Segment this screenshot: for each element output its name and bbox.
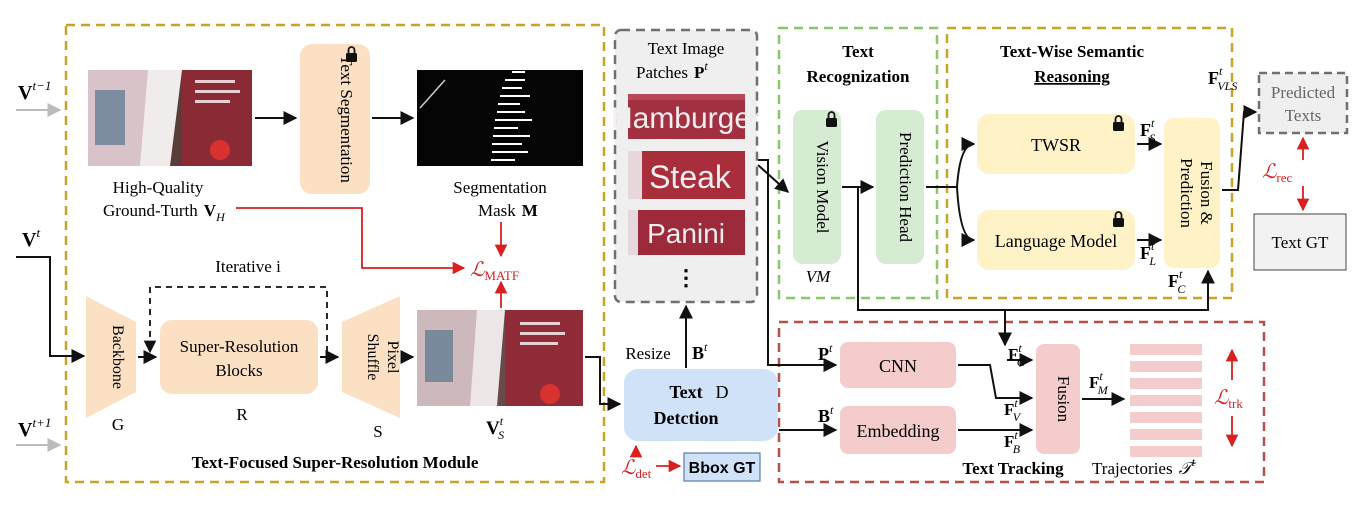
recognition-title: Text xyxy=(842,42,874,61)
bbox-gt-box: Bbox GT xyxy=(683,452,761,482)
loss-rec: ℒrec xyxy=(1262,161,1293,185)
tracking-title: Text Tracking xyxy=(962,459,1064,478)
lock-icon xyxy=(346,46,357,62)
embedding-box: Embedding xyxy=(840,406,956,454)
svg-text:Predicted: Predicted xyxy=(1271,83,1336,102)
svg-text:Text: Text xyxy=(669,382,702,402)
svg-text:Text GT: Text GT xyxy=(1272,233,1329,252)
svg-text:Steak: Steak xyxy=(649,159,732,195)
svg-text:PixelShuffle: PixelShuffle xyxy=(364,334,401,381)
lock-icon xyxy=(1113,115,1124,131)
text-detection-box: Text D Detction xyxy=(624,369,778,441)
patch-steak: Steak xyxy=(628,151,745,199)
loss-det: ℒdet xyxy=(621,457,652,481)
svg-text:CNN: CNN xyxy=(879,356,917,376)
language-model-box: Language Model xyxy=(977,210,1135,270)
sr-module-title: Text-Focused Super-Resolution Module xyxy=(192,453,479,472)
input-next: Vt+1 xyxy=(18,415,51,441)
loss-matf: ℒMATF xyxy=(470,259,519,283)
svg-text:Blocks: Blocks xyxy=(215,361,262,380)
svg-text:Fusion &Prediction: Fusion &Prediction xyxy=(1177,158,1216,228)
svg-text:Super-Resolution: Super-Resolution xyxy=(180,337,299,356)
lock-icon xyxy=(826,111,837,127)
sr-blocks-box: Super-Resolution Blocks xyxy=(160,320,318,394)
text-gt-box: Text GT xyxy=(1253,213,1347,271)
patches-title: Text Image xyxy=(648,39,725,58)
sr-module-region xyxy=(64,23,606,484)
hq-label: High-Quality xyxy=(113,178,204,197)
text-segmentation-box: Text Segmentation xyxy=(300,44,370,194)
fusion-prediction-box: Fusion &Prediction xyxy=(1164,118,1220,268)
vision-model-box: Vision Model xyxy=(793,110,841,264)
reasoning-title-line2: Reasoning xyxy=(1034,67,1110,86)
twsr-box: TWSR xyxy=(977,114,1135,174)
backbone-letter: G xyxy=(112,415,124,434)
tracking-fusion-box: Fusion xyxy=(1036,344,1080,454)
pixel-shuffle-box: PixelShuffle xyxy=(342,296,401,418)
reasoning-region xyxy=(945,26,1234,300)
lock-icon xyxy=(1113,211,1124,227)
svg-text:D: D xyxy=(716,382,729,402)
svg-text:Language Model: Language Model xyxy=(995,231,1117,251)
patch-panini: Panini xyxy=(628,210,745,255)
svg-text:TWSR: TWSR xyxy=(1031,135,1081,155)
tracking-p-label: Pt xyxy=(818,341,833,364)
detection-b-label: Bt xyxy=(692,340,708,363)
input-cur: Vt xyxy=(22,225,40,251)
predicted-texts-box: Predicted Texts xyxy=(1257,71,1349,135)
svg-text:Panini: Panini xyxy=(647,218,725,249)
recognition-region xyxy=(777,26,939,300)
tracking-region xyxy=(777,320,1266,484)
seg-mask-label: Segmentation xyxy=(453,178,547,197)
svg-text:Detction: Detction xyxy=(654,408,719,428)
ps-letter: S xyxy=(373,422,382,441)
reasoning-title: Text-Wise Semantic xyxy=(1000,42,1144,61)
input-prev: Vt−1 xyxy=(18,78,51,104)
sr-output-image xyxy=(417,310,583,406)
iterative-label: Iterative i xyxy=(215,257,281,276)
trajectory-bars xyxy=(1130,344,1202,457)
svg-text:Prediction Head: Prediction Head xyxy=(896,132,915,242)
svg-text:Hamburger: Hamburger xyxy=(611,102,761,135)
patches-ellipsis: ⋮ xyxy=(675,265,697,290)
svg-text:Text Segmentation: Text Segmentation xyxy=(337,55,356,183)
hq-image xyxy=(88,70,252,166)
prediction-head-box: Prediction Head xyxy=(876,110,924,264)
patch-hamburger: Hamburger xyxy=(611,94,761,139)
vm-label: VM xyxy=(806,267,831,286)
loss-trk: ℒtrk xyxy=(1214,387,1243,411)
tracking-b-label: Bt xyxy=(818,403,834,426)
svg-text:Backbone: Backbone xyxy=(109,325,126,389)
resize-label: Resize xyxy=(625,344,670,363)
recognition-title-line2: Recognization xyxy=(807,67,910,86)
segmentation-mask-image xyxy=(417,70,583,166)
svg-text:Bbox GT: Bbox GT xyxy=(689,460,756,477)
svg-text:Embedding: Embedding xyxy=(857,421,940,441)
backbone-box: Backbone xyxy=(86,296,136,418)
svg-text:Vision Model: Vision Model xyxy=(813,141,832,234)
svg-text:Texts: Texts xyxy=(1285,106,1322,125)
sr-letter: R xyxy=(236,405,248,424)
cnn-box: CNN xyxy=(840,342,956,388)
svg-text:Fusion: Fusion xyxy=(1054,376,1073,423)
